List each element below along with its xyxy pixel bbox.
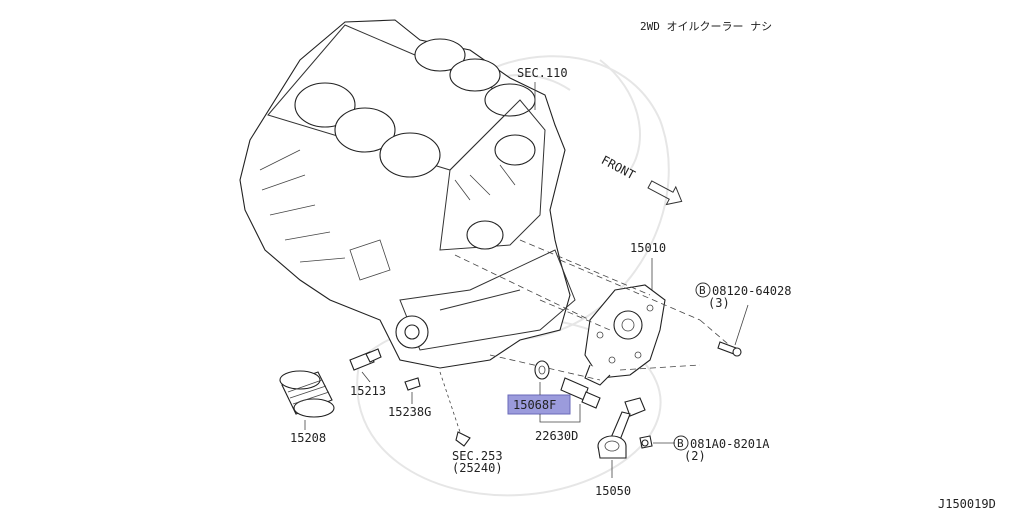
leader-bolt-a xyxy=(734,304,749,346)
leader-15213 xyxy=(361,371,371,383)
front-label: FRONT xyxy=(599,153,637,182)
bolt-b-symbol-icon xyxy=(673,435,689,451)
bolt-b-code: 081A0-8201A xyxy=(690,437,770,451)
oil-strainer xyxy=(597,397,646,459)
sec-253-ref: (25240) xyxy=(452,461,503,475)
callout-15068f-highlight xyxy=(507,394,571,415)
front-arrow: FRONT xyxy=(599,153,683,206)
alignment-lines xyxy=(454,239,736,381)
bolt-b-symbol: B xyxy=(677,437,684,450)
bolt-a-symbol: B xyxy=(699,284,706,297)
bolt-a-callout[interactable]: B 08120-64028 (3) xyxy=(695,282,791,310)
callout-15238g[interactable]: 15238G xyxy=(388,405,431,419)
part-15238g-plug xyxy=(404,377,421,391)
oil-filter xyxy=(279,370,335,418)
engine-block xyxy=(239,19,576,369)
callout-22630d[interactable]: 22630D xyxy=(535,429,578,443)
bracket-22630d xyxy=(539,404,581,423)
bolt-a-code: 08120-64028 xyxy=(712,284,791,298)
drawing-id: J150019D xyxy=(938,497,996,511)
sec-253-label[interactable]: SEC.253 xyxy=(452,449,503,463)
callout-15068f[interactable]: 15068F xyxy=(513,398,556,412)
front-arrow-icon xyxy=(647,180,683,206)
diagram-note: 2WD オイルクーラー ナシ xyxy=(640,20,772,33)
oil-pressure-sensor xyxy=(560,377,601,409)
part-15213-nipple xyxy=(349,348,382,371)
callout-15010[interactable]: 15010 xyxy=(630,241,666,255)
bolt-b-callout[interactable]: B 081A0-8201A (2) xyxy=(673,435,770,463)
washer xyxy=(534,360,550,380)
oil-pump xyxy=(584,284,666,386)
sec-253-arrow-icon xyxy=(455,431,471,447)
callout-15208[interactable]: 15208 xyxy=(290,431,326,445)
callout-15050[interactable]: 15050 xyxy=(595,484,631,498)
bolt-b-part xyxy=(639,435,653,449)
sec-253-leader xyxy=(439,371,461,433)
bolt-a-qty: (3) xyxy=(708,296,730,310)
bolt-a-symbol-icon xyxy=(695,282,711,298)
callout-15213[interactable]: 15213 xyxy=(350,384,386,398)
sec-110-label[interactable]: SEC.110 xyxy=(517,66,568,80)
bolt-b-qty: (2) xyxy=(684,449,706,463)
bolt-a-part xyxy=(717,341,742,357)
